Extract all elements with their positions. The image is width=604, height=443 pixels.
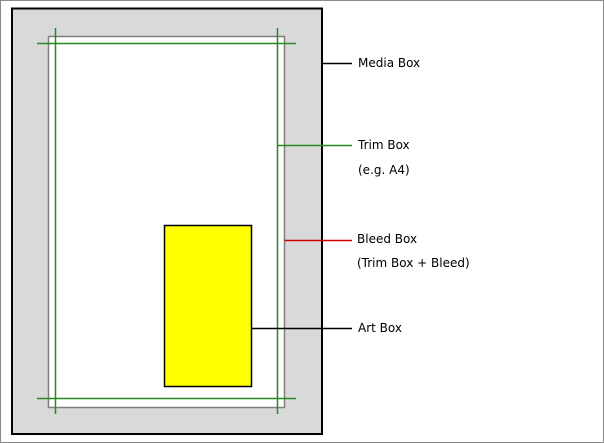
art-box-label: Art Box	[358, 321, 402, 335]
trim-box-label: Trim Box	[358, 138, 410, 152]
art-box	[163, 224, 253, 388]
trim-box-note: (e.g. A4)	[358, 163, 410, 177]
media-box-label: Media Box	[358, 56, 421, 70]
bleed-box-note: (Trim Box + Bleed)	[357, 256, 470, 270]
bleed-box-label: Bleed Box	[357, 232, 418, 246]
